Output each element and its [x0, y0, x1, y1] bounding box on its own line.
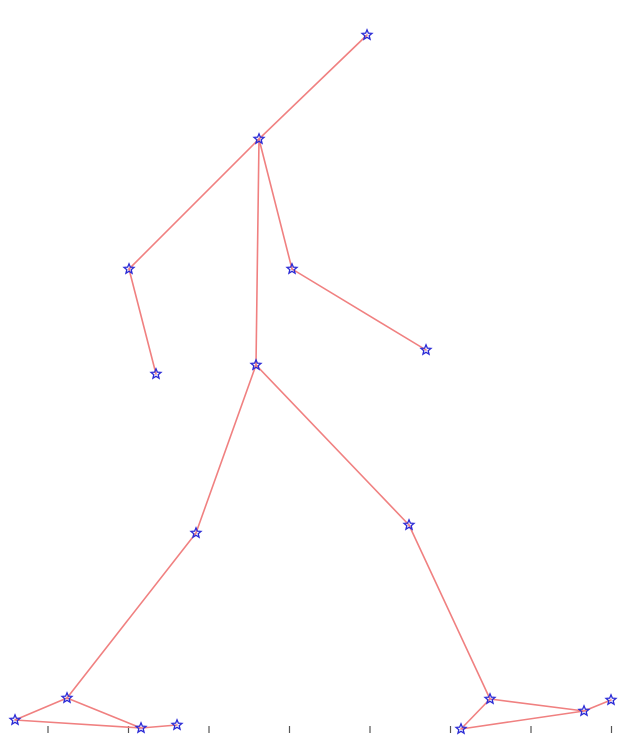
joint-pelvis: [249, 358, 263, 371]
bone-left_toe_base-left_toe_tip: [140, 724, 178, 729]
bone-pelvis-left_knee: [195, 364, 257, 534]
bone-right_knee-right_ankle: [408, 524, 491, 700]
joint-right-toe-tip: [604, 693, 618, 706]
bone-neck-left_elbow: [128, 138, 260, 270]
joint-left-heel: [8, 713, 22, 726]
bone-neck-right_elbow: [258, 138, 293, 270]
bone-right_ankle-right_heel: [460, 698, 491, 730]
bone-right_elbow-right_hand: [291, 268, 427, 351]
bone-left_ankle-left_heel: [14, 697, 68, 721]
joint-left-hand: [149, 367, 163, 380]
bone-right_heel-right_toe_base: [460, 710, 585, 730]
joint-head: [360, 28, 374, 41]
bone-right_ankle-right_toe_base: [489, 698, 585, 712]
skeleton-joints: [8, 28, 618, 735]
skeleton-bones: [14, 34, 612, 730]
joint-right-heel: [454, 722, 468, 735]
bone-left_knee-left_ankle: [66, 532, 197, 699]
joint-right-toe-base: [577, 704, 591, 717]
bone-left_ankle-left_toe_base: [66, 697, 142, 729]
joint-right-elbow: [285, 262, 299, 275]
joint-right-knee: [402, 518, 416, 531]
joint-left-toe-tip: [170, 718, 184, 731]
joint-left-ankle: [60, 691, 74, 704]
bone-pelvis-right_knee: [255, 364, 410, 526]
bone-neck-pelvis: [255, 138, 260, 366]
joint-left-knee: [189, 526, 203, 539]
joint-left-elbow: [122, 262, 136, 275]
joint-right-hand: [419, 343, 433, 356]
bone-head-neck: [258, 34, 368, 140]
joint-right-ankle: [483, 692, 497, 705]
bone-left_elbow-left_hand: [128, 268, 157, 375]
joint-neck: [252, 132, 266, 145]
joint-left-toe-base: [134, 721, 148, 734]
bone-left_heel-left_toe_base: [14, 719, 142, 729]
